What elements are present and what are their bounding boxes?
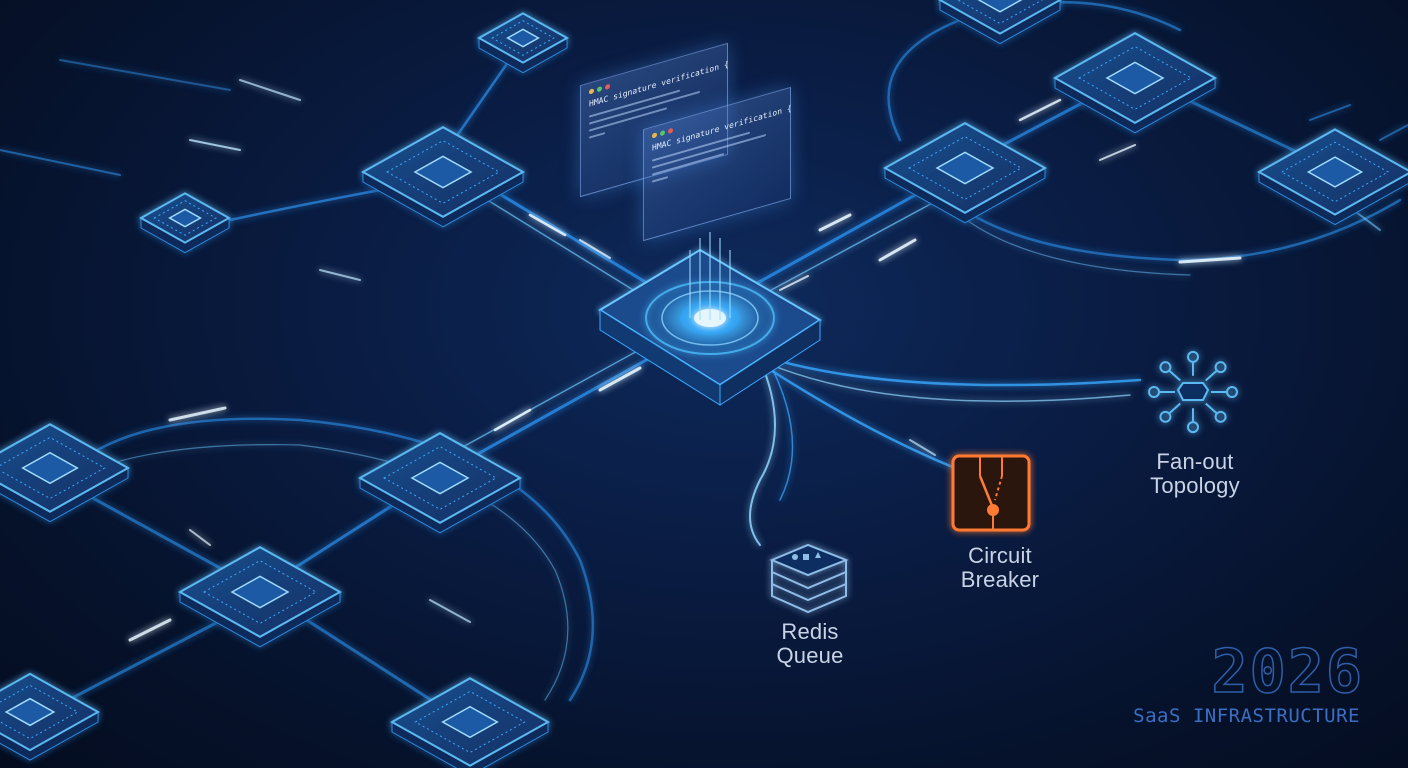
window-dot-red: [605, 83, 610, 91]
fan-leaf-node: [1187, 421, 1199, 434]
chip-node: [389, 677, 551, 768]
fan-leaf-node: [1226, 386, 1238, 398]
chip-node: [0, 423, 131, 523]
circuit-breaker-icon: [951, 454, 1031, 532]
fan-out-network-icon: [1148, 350, 1238, 434]
fan-leaf-node: [1159, 410, 1172, 423]
fan-leaf-node: [1187, 350, 1199, 363]
year-watermark: 2026: [1211, 637, 1364, 707]
chip-node: [177, 546, 343, 648]
chip-node: [1256, 128, 1408, 226]
central-gateway-hub-icon: [598, 232, 822, 406]
window-dot-yellow: [589, 88, 594, 95]
code-line: [652, 176, 668, 183]
fan-spoke: [1168, 402, 1181, 415]
fan-leaf-node: [1214, 361, 1227, 374]
fan-spoke: [1168, 369, 1181, 382]
chip-node: [882, 122, 1048, 224]
chip-node: [1052, 32, 1218, 134]
chip-node: [476, 12, 570, 74]
window-dot-red: [668, 127, 673, 135]
fan-leaf-node: [1214, 410, 1227, 423]
window-dot-yellow: [652, 132, 657, 139]
saas-infrastructure-tagline: SaaS INFRASTRUCTURE: [1133, 705, 1360, 727]
window-dot-green: [660, 129, 665, 137]
chip-node: [357, 432, 523, 534]
fan-spoke: [1205, 369, 1218, 382]
window-dot-green: [597, 85, 602, 93]
fan-leaf-node: [1159, 361, 1172, 374]
light-streaks: [0, 59, 1408, 642]
fan-spoke: [1205, 402, 1218, 415]
chip-node: [138, 192, 232, 254]
chip-node: [360, 126, 526, 228]
chip-node: [0, 672, 101, 761]
chip-node: [937, 0, 1063, 45]
stacked-database-icon: [769, 543, 849, 614]
fan-leaf-node: [1148, 386, 1160, 398]
code-line: [589, 132, 605, 139]
